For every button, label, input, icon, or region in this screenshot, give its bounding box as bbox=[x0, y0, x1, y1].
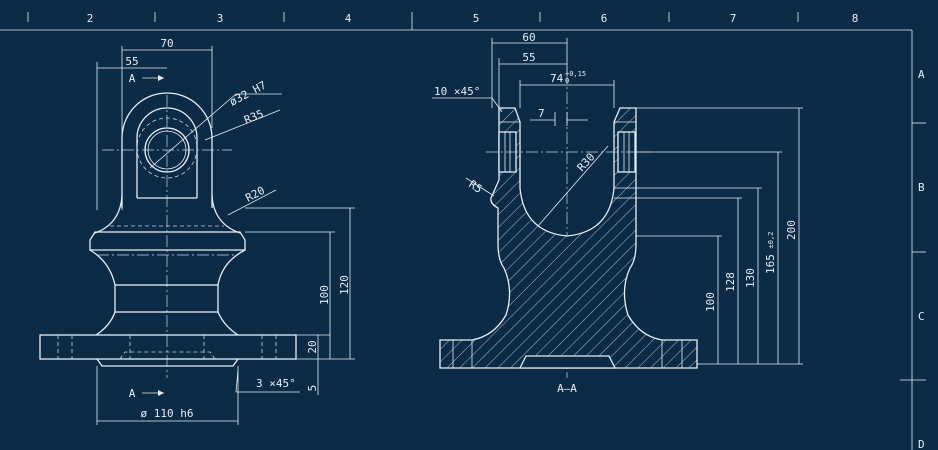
section-title: A–A bbox=[557, 382, 577, 395]
section-dim-7: 7 bbox=[538, 107, 545, 120]
front-dim-100: 100 bbox=[318, 285, 331, 305]
grid-col-8: 8 bbox=[852, 12, 859, 25]
section-dim-r5: R5 bbox=[466, 178, 484, 196]
section-dim-74: 74 bbox=[550, 72, 564, 85]
section-dim-74-tol-upper: +0,15 bbox=[565, 70, 586, 78]
grid-row-d: D bbox=[918, 438, 925, 450]
front-dim-r20: R20 bbox=[243, 184, 267, 205]
front-dim-diameter: ø 110 h6 bbox=[141, 407, 194, 420]
section-dim-200: 200 bbox=[785, 220, 798, 240]
grid-col-4: 4 bbox=[345, 12, 352, 25]
front-dim-20: 20 bbox=[306, 340, 319, 353]
section-mark-a-bottom: A bbox=[129, 387, 136, 400]
grid-row-b: B bbox=[918, 181, 925, 194]
section-mark-a-top: A bbox=[129, 72, 136, 85]
section-view: 60 55 74 +0,15 0 10 ×45° 7 R30 R5 bbox=[432, 31, 803, 395]
section-dim-74-tol-lower: 0 bbox=[565, 77, 569, 85]
grid-col-5: 5 bbox=[473, 12, 480, 25]
front-dim-chamfer: 3 ×45° bbox=[256, 377, 296, 390]
front-dim-120: 120 bbox=[338, 275, 351, 295]
front-dim-5: 5 bbox=[306, 385, 319, 392]
section-dim-55: 55 bbox=[522, 51, 535, 64]
front-dim-r35: R35 bbox=[242, 107, 265, 126]
front-view: 70 55 A ø32 H7 R35 R20 100 120 20 5 3 ×4 bbox=[39, 37, 355, 425]
grid-col-7: 7 bbox=[730, 12, 737, 25]
drawing-frame: 2 3 4 5 6 7 8 A B C D bbox=[0, 12, 926, 450]
grid-row-a: A bbox=[918, 68, 925, 81]
section-dim-chamfer: 10 ×45° bbox=[434, 85, 480, 98]
front-dim-70: 70 bbox=[160, 37, 173, 50]
section-dim-60: 60 bbox=[522, 31, 535, 44]
grid-col-3: 3 bbox=[217, 12, 224, 25]
section-dim-165: 165 bbox=[764, 254, 777, 274]
front-dim-hole: ø32 H7 bbox=[227, 79, 268, 109]
section-dim-130: 130 bbox=[744, 268, 757, 288]
section-dim-128: 128 bbox=[724, 272, 737, 292]
section-dim-100: 100 bbox=[704, 292, 717, 312]
section-dim-165-tol: ±0,2 bbox=[767, 232, 775, 249]
section-dim-r30: R30 bbox=[575, 151, 598, 174]
grid-col-6: 6 bbox=[601, 12, 608, 25]
grid-row-c: C bbox=[918, 310, 925, 323]
grid-col-2: 2 bbox=[87, 12, 94, 25]
front-dim-55: 55 bbox=[125, 55, 138, 68]
